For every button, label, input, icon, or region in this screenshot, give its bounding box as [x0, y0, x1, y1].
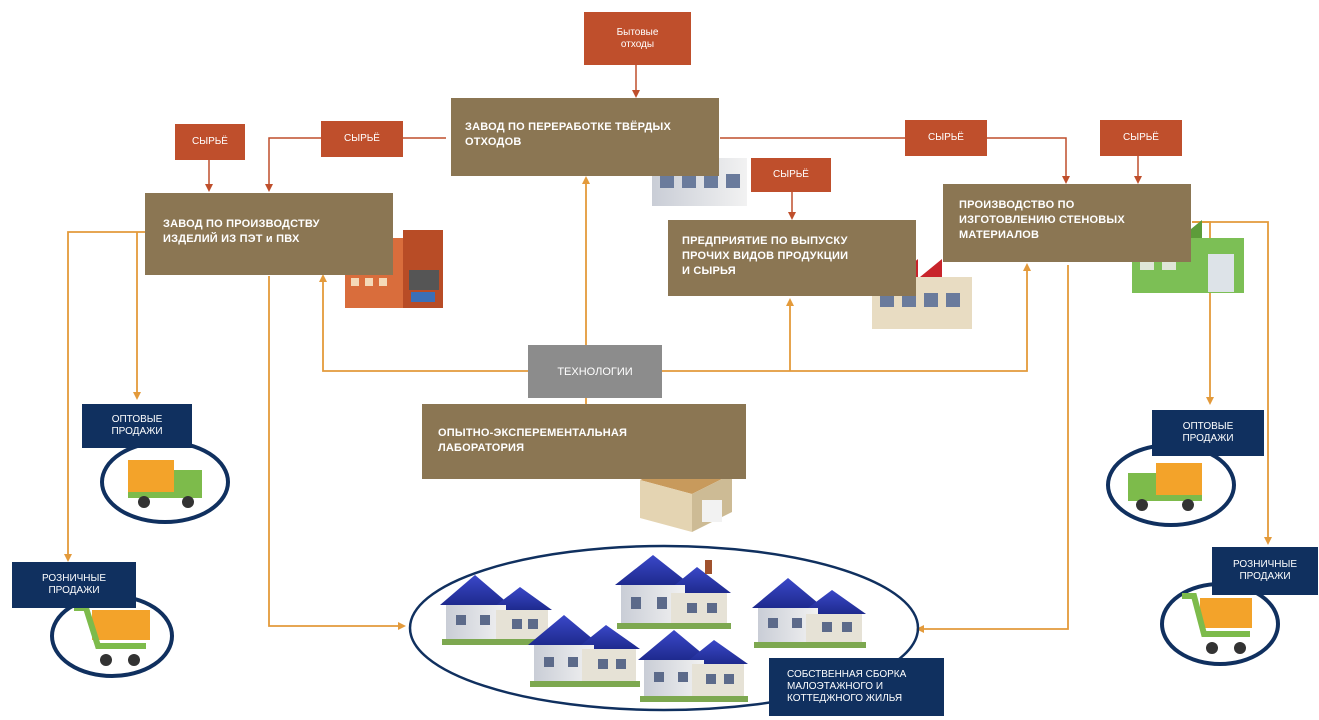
raw-material-node: СЫРЬЁ: [321, 121, 403, 157]
technology-node: ТЕХНОЛОГИИ: [528, 345, 662, 398]
house-icon: [440, 555, 866, 702]
retail-right-node: РОЗНИЧНЫЕ ПРОДАЖИ: [1212, 547, 1318, 595]
raw-material-node: СЫРЬЁ: [175, 124, 245, 160]
arrow-wall-to-wholesale: [1192, 221, 1214, 405]
raw-material-node: СЫРЬЁ: [751, 158, 831, 192]
laboratory-node: ОПЫТНО-ЭКСПЕРЕМЕНТАЛЬНАЯ ЛАБОРАТОРИЯ: [422, 404, 746, 479]
raw-material-node: СЫРЬЁ: [905, 120, 987, 156]
wholesale-left-node: ОПТОВЫЕ ПРОДАЖИ: [82, 404, 192, 448]
raw-material-node: СЫРЬЁ: [1100, 120, 1182, 156]
housing-ellipse: [408, 544, 920, 712]
other-products-node: ПРЕДПРИЯТИЕ ПО ВЫПУСКУ ПРОЧИХ ВИДОВ ПРОД…: [668, 220, 916, 296]
arrow-wall-to-retail: [1192, 221, 1272, 545]
shopping-cart-icon: [1160, 582, 1280, 666]
arrow-tech-to-wall: [662, 263, 1031, 372]
truck-icon: [100, 440, 230, 524]
pet-plant-node: ЗАВОД ПО ПРОИЗВОДСТВУ ИЗДЕЛИЙ ИЗ ПЭТ и П…: [145, 193, 393, 275]
flow-connectors: [64, 176, 1272, 633]
wholesale-right-node: ОПТОВЫЕ ПРОДАЖИ: [1152, 410, 1264, 456]
household-waste-node: Бытовые отходы: [584, 12, 691, 65]
arrow-plant-to-wall: [720, 137, 1070, 184]
arrow-pet-to-retail: [64, 231, 146, 562]
arrow-pet-to-housing: [268, 276, 406, 630]
arrow-tech-to-pet: [319, 274, 528, 372]
housing-node: СОБСТВЕННАЯ СБОРКА МАЛОЭТАЖНОГО И КОТТЕД…: [769, 658, 944, 716]
shopping-cart-icon: [50, 594, 174, 678]
waste-plant-node: ЗАВОД ПО ПЕРЕРАБОТКЕ ТВЁРДЫХ ОТХОДОВ: [451, 98, 719, 176]
retail-left-node: РОЗНИЧНЫЕ ПРОДАЖИ: [12, 562, 136, 608]
truck-icon: [1106, 443, 1236, 527]
wall-materials-node: ПРОИЗВОДСТВО ПО ИЗГОТОВЛЕНИЮ СТЕНОВЫХ МА…: [943, 184, 1191, 262]
arrow-wall-to-housing: [916, 265, 1069, 633]
